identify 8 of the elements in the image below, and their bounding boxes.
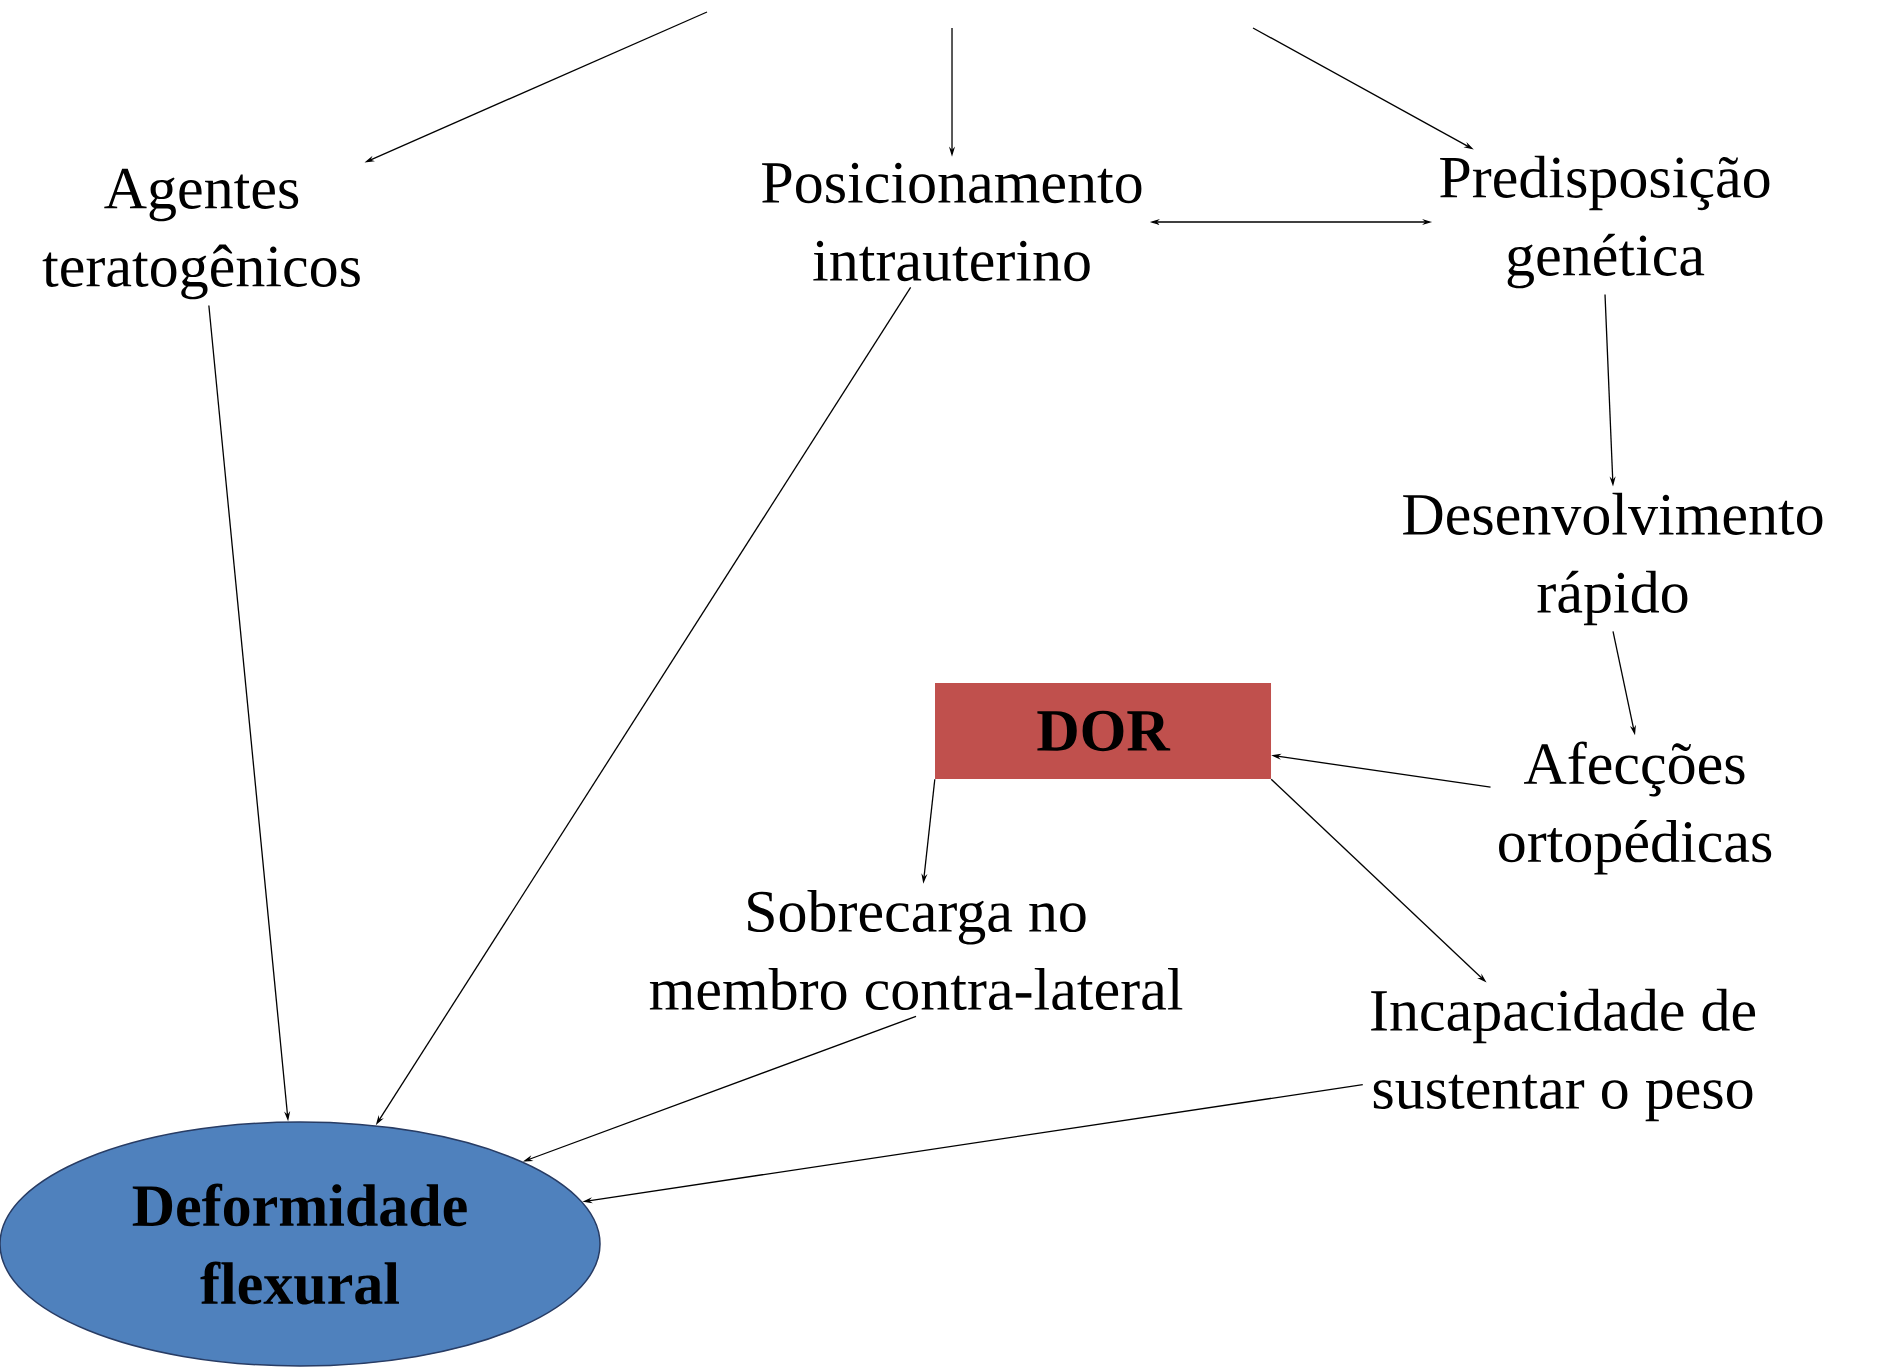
node-label: Agentes teratogênicos xyxy=(42,168,360,300)
process-box: DOR xyxy=(935,683,1271,779)
node-label: Incapacidade de sustentar o peso xyxy=(1371,988,1756,1122)
node-label: Desenvolvimento rápido xyxy=(1403,492,1823,626)
node-label: Afecções ortopédicas xyxy=(1499,741,1772,875)
node-label: Sobrecarga no membro contra-lateral xyxy=(649,889,1183,1011)
node-label: Posicionamento intrauterino xyxy=(762,162,1142,282)
node-label: Predisposição genética xyxy=(1440,155,1770,289)
